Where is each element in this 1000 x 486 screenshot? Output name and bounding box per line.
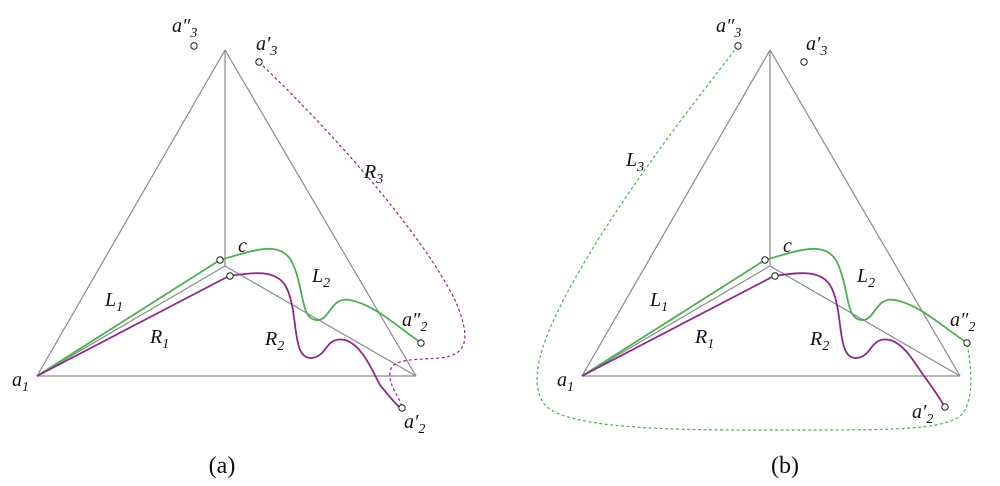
label-a2pp: a″2 [402,309,427,335]
curve-L1 [581,259,766,377]
point-c [216,256,224,264]
panel-a: a″3 a′3 R3 c L2 L1 R1 R2 a″2 a1 a′2 (a) [12,15,466,479]
edge-a1-center [36,265,226,377]
point-a3pp [734,42,742,50]
label-a3pp: a″3 [172,15,197,41]
point-a2pp [963,339,971,347]
edge-center-right [769,265,961,377]
point-a2p [398,404,406,412]
caption-a: (a) [209,453,236,479]
curve-R1 [581,275,775,377]
panel-b: a″3 a′3 L3 c L2 L1 R1 R2 a″2 a1 a′2 (b) [536,15,975,479]
point-a2p [941,403,949,411]
label-L3: L3 [625,149,644,175]
label-a3p: a′3 [256,33,277,59]
edge-a1-top [581,49,771,377]
curve-L3 [536,45,972,431]
label-R1: R1 [694,326,714,352]
label-L1: L1 [104,289,123,315]
label-c: c [238,235,247,257]
label-a2p: a′2 [912,401,933,427]
label-L2: L2 [856,265,875,291]
point-c-lower [226,272,234,280]
point-c [761,256,769,264]
curve-R2 [228,272,401,409]
label-R2: R2 [264,328,284,354]
point-a2pp [417,339,425,347]
curve-L2 [764,248,967,343]
label-a1: a1 [557,369,574,395]
curve-L2 [219,248,421,343]
label-c: c [783,235,792,257]
point-a3pp [190,42,198,50]
label-a2pp: a″2 [950,309,975,335]
label-R3: R3 [363,161,383,187]
curve-R2 [773,272,945,407]
curve-R1 [36,275,230,377]
caption-b: (b) [771,453,799,479]
label-R2: R2 [809,328,829,354]
point-a3p [800,58,808,66]
edge-a1-top [36,49,226,377]
edge-a1-center [581,265,771,377]
curve-R3 [258,61,466,409]
edge-top-right [224,49,417,377]
label-a3p: a′3 [806,33,827,59]
point-a3p [255,58,263,66]
edge-center-right [224,265,417,377]
label-L2: L2 [311,265,330,291]
point-c-lower [771,272,779,280]
curve-L1 [36,259,221,377]
label-a1: a1 [12,369,29,395]
label-a2p: a′2 [404,411,425,437]
edge-top-right [769,49,961,377]
label-R1: R1 [149,326,169,352]
label-a3pp: a″3 [716,15,741,41]
label-L1: L1 [649,289,668,315]
